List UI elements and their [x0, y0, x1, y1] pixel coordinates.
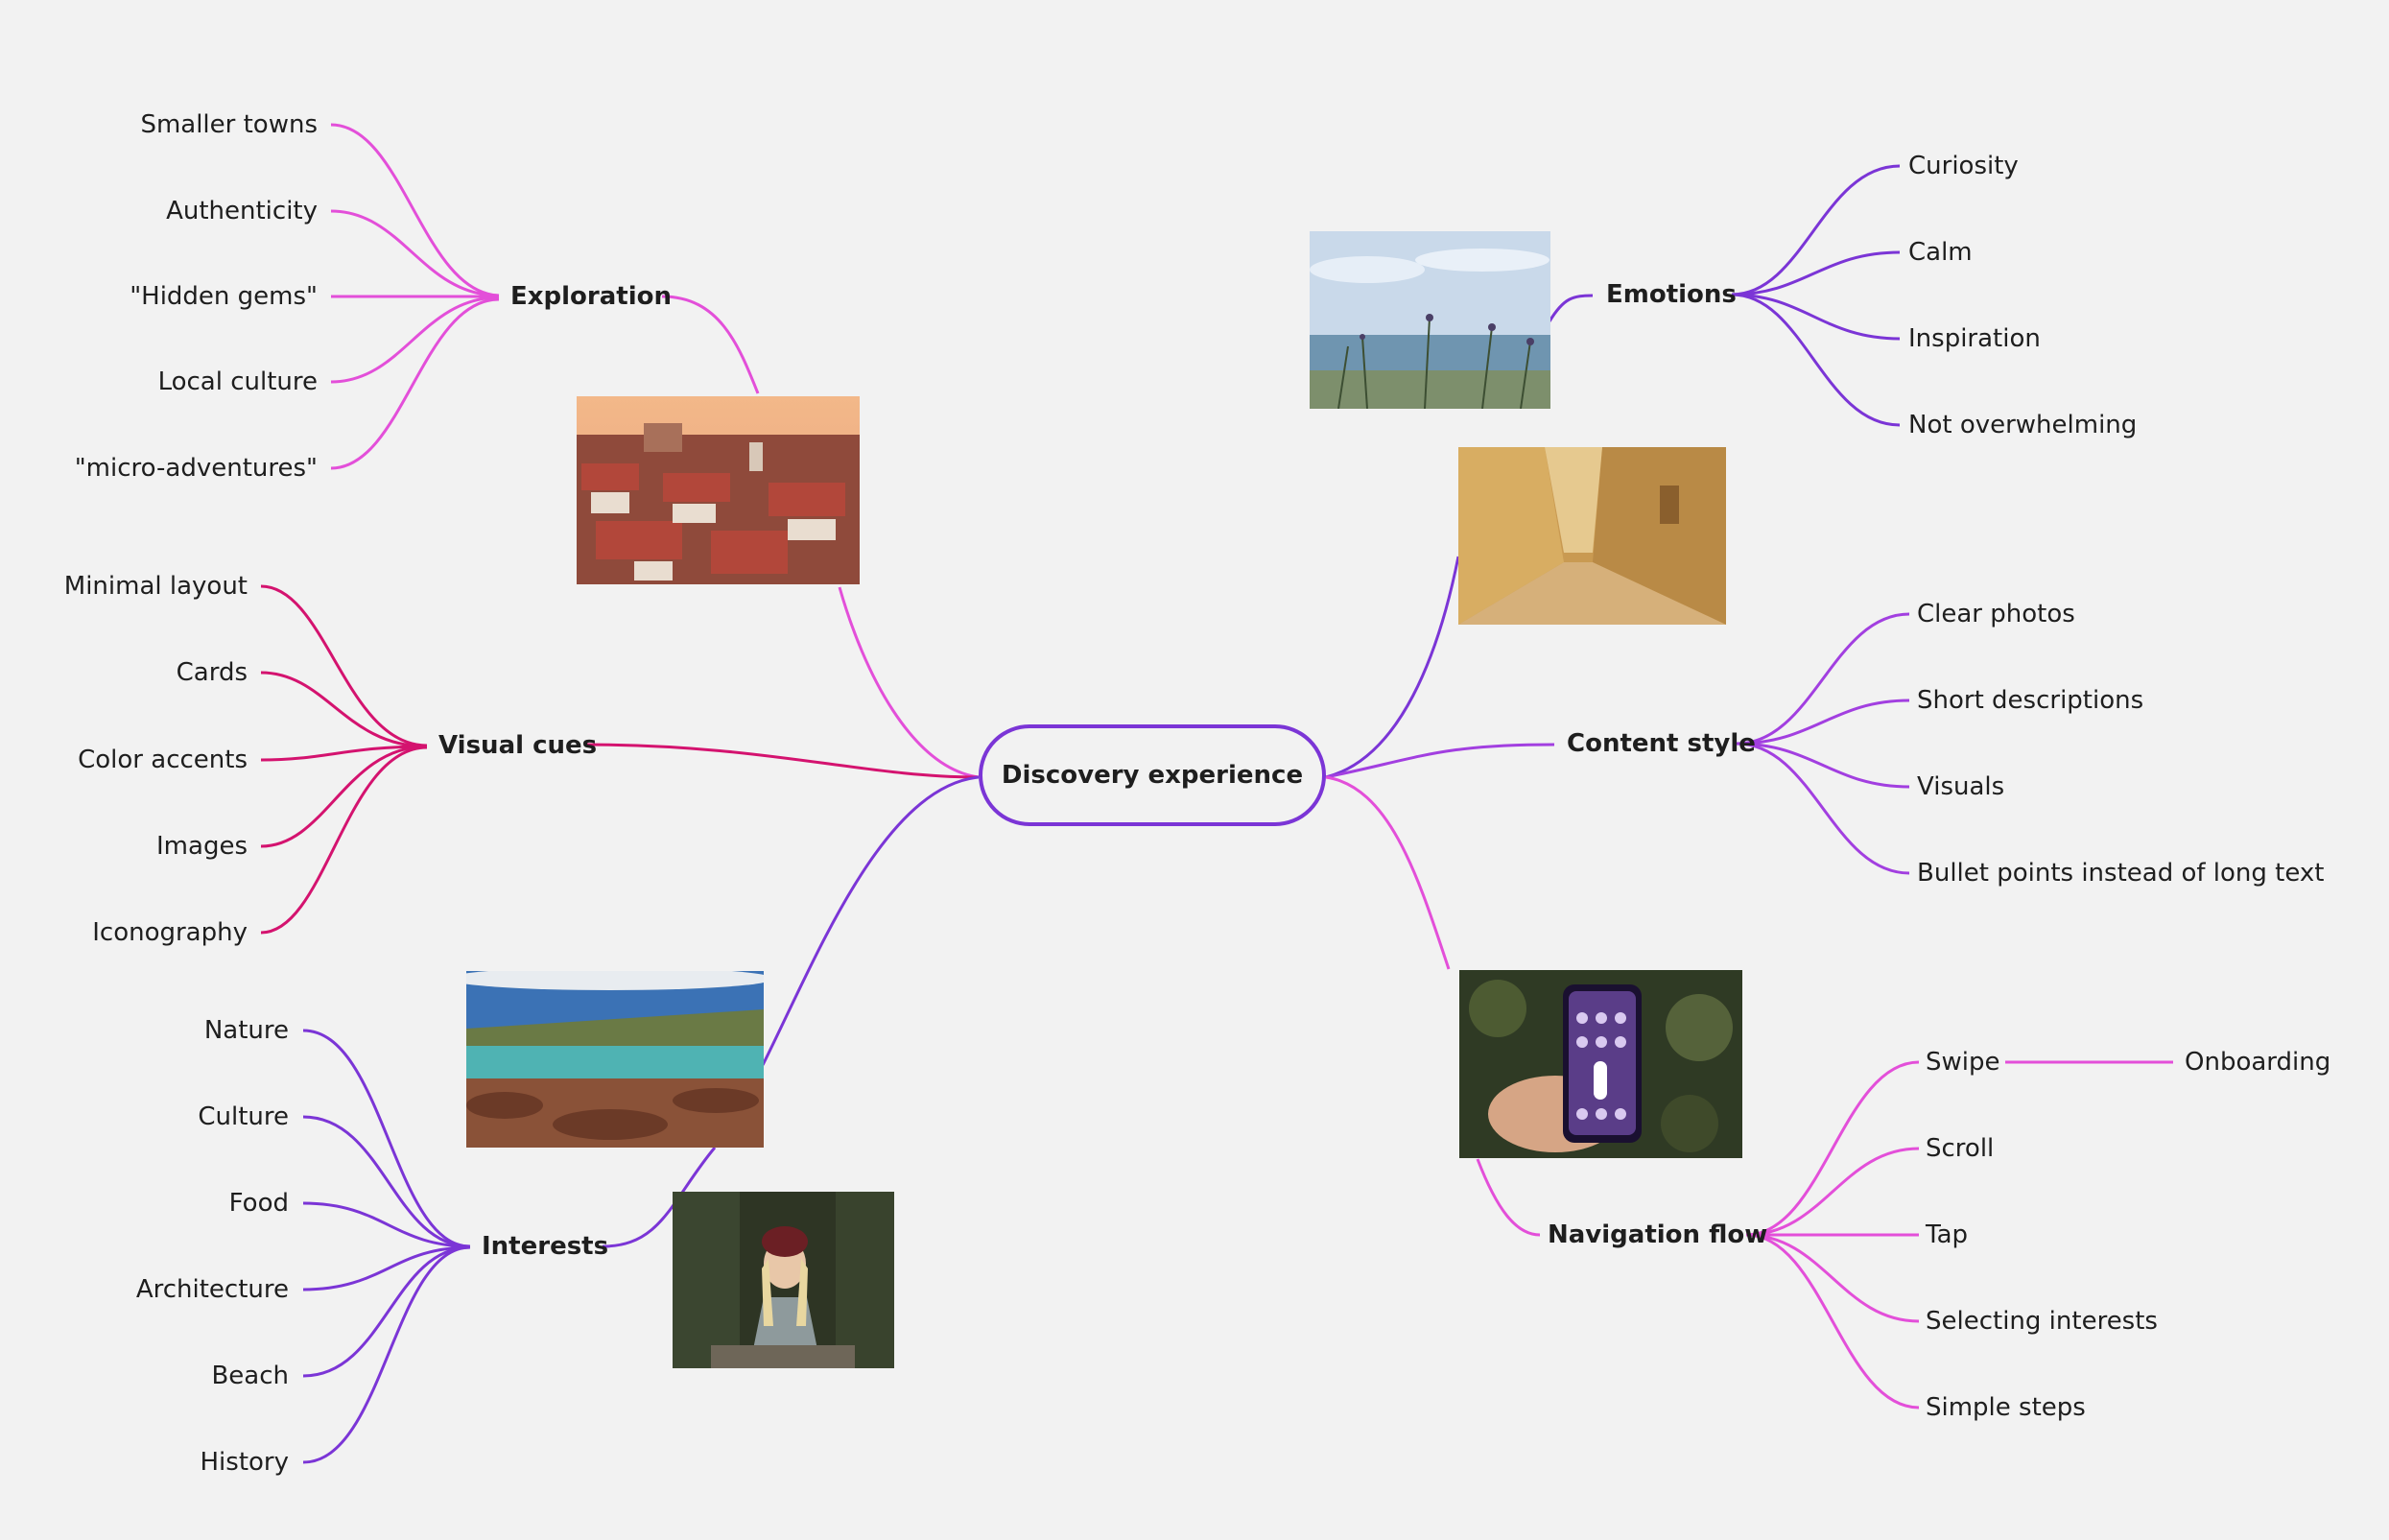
exploration-item[interactable]: Local culture	[158, 366, 318, 398]
navigation-flow-item[interactable]: Simple steps	[1926, 1391, 2086, 1424]
branch-navigation-flow[interactable]: Navigation flow	[1548, 1219, 1767, 1251]
branch-emotions[interactable]: Emotions	[1606, 278, 1737, 311]
emotions-item[interactable]: Curiosity	[1908, 150, 2019, 182]
rocky-beach-photo[interactable]	[466, 971, 764, 1148]
content-style-item[interactable]: Bullet points instead of long text	[1917, 857, 2325, 889]
stone-alley-photo[interactable]	[1458, 447, 1726, 625]
navigation-flow-item[interactable]: Scroll	[1926, 1132, 1994, 1165]
exploration-item[interactable]: Authenticity	[166, 195, 318, 227]
branch-exploration[interactable]: Exploration	[510, 280, 672, 313]
navigation-flow-item[interactable]: Selecting interests	[1926, 1305, 2158, 1338]
center-node[interactable]: Discovery experience	[979, 724, 1326, 826]
branch-visual-cues[interactable]: Visual cues	[438, 729, 597, 762]
visual-cues-item[interactable]: Minimal layout	[64, 570, 248, 603]
interests-item[interactable]: Architecture	[136, 1273, 289, 1306]
navigation-flow-item[interactable]: Swipe	[1926, 1046, 2000, 1078]
interests-item[interactable]: History	[201, 1446, 290, 1479]
navigation-flow-item[interactable]: Tap	[1926, 1219, 1968, 1251]
branch-content-style[interactable]: Content style	[1567, 727, 1756, 760]
visual-cues-item[interactable]: Iconography	[92, 916, 248, 949]
content-style-item[interactable]: Visuals	[1917, 770, 2004, 803]
visual-cues-item[interactable]: Cards	[177, 656, 248, 689]
visual-cues-connectors	[261, 586, 979, 933]
interests-item[interactable]: Nature	[204, 1014, 289, 1047]
branch-interests[interactable]: Interests	[482, 1230, 608, 1263]
hiker-woman-photo[interactable]	[673, 1192, 894, 1368]
interests-item[interactable]: Food	[229, 1187, 289, 1220]
interests-item[interactable]: Beach	[211, 1360, 289, 1392]
emotions-item[interactable]: Calm	[1908, 236, 1973, 269]
emotions-item[interactable]: Inspiration	[1908, 322, 2041, 355]
visual-cues-item[interactable]: Color accents	[78, 744, 248, 776]
exploration-item[interactable]: Smaller towns	[140, 108, 318, 141]
phone-in-hand-photo[interactable]	[1459, 970, 1742, 1158]
exploration-item[interactable]: "Hidden gems"	[130, 280, 318, 313]
navigation-flow-subitem-onboarding[interactable]: Onboarding	[2185, 1046, 2330, 1078]
interests-item[interactable]: Culture	[198, 1101, 289, 1133]
emotions-item[interactable]: Not overwhelming	[1908, 409, 2137, 441]
content-style-item[interactable]: Short descriptions	[1917, 684, 2143, 717]
seaside-plants-photo[interactable]	[1310, 231, 1550, 409]
content-style-item[interactable]: Clear photos	[1917, 598, 2075, 630]
visual-cues-item[interactable]: Images	[156, 830, 248, 863]
exploration-item[interactable]: "micro-adventures"	[75, 452, 318, 485]
town-rooftops-photo[interactable]	[577, 396, 860, 584]
